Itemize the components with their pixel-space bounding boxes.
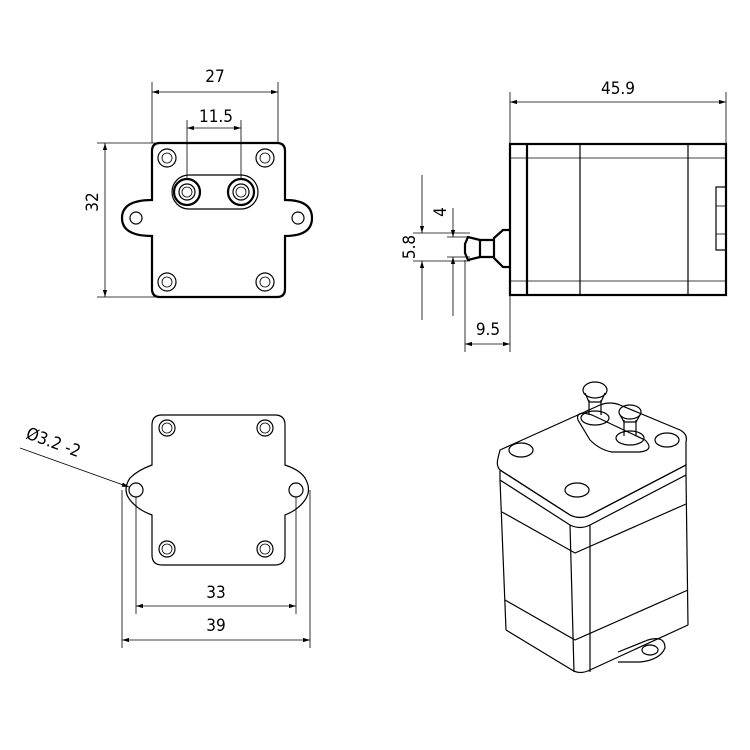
dim-fitting-outer: 5.8 [400, 235, 420, 259]
dim-hole-spacing: 33 [206, 583, 225, 603]
dim-fitting-length: 9.5 [476, 320, 500, 340]
front-view: 27 11.5 32 [83, 67, 314, 299]
dim-body-length: 45.9 [601, 79, 635, 99]
dim-hole-spec: Ø3.2 -2 [23, 424, 83, 462]
ports [172, 177, 256, 207]
dim-front-height: 32 [83, 192, 103, 211]
dim-port-spacing: 11.5 [199, 107, 233, 127]
dim-mount-width: 39 [206, 616, 225, 636]
side-view: 45.9 5.8 4 9.5 [400, 79, 728, 352]
corner-holes [157, 148, 275, 292]
dim-front-width: 27 [205, 67, 224, 87]
bottom-view: Ø3.2 -2 33 39 [19, 414, 311, 648]
isometric-view [496, 381, 689, 674]
dim-fitting-inner: 4 [431, 207, 451, 217]
